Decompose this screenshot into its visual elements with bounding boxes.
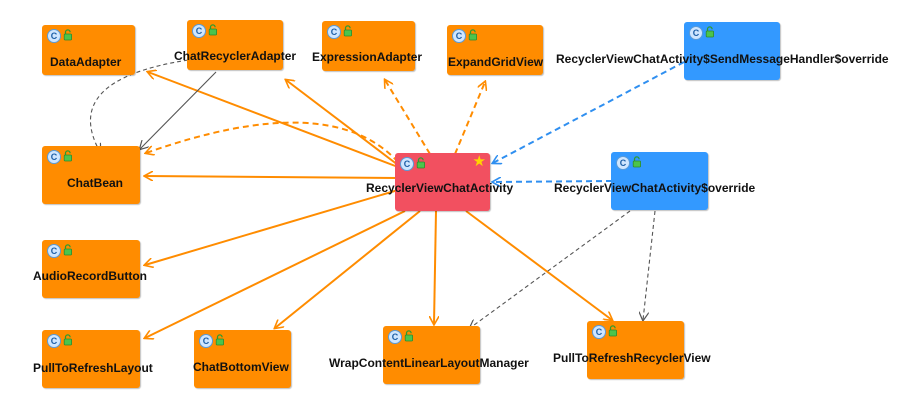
class-node-chatBean[interactable]: C (42, 146, 140, 204)
class-node-expressionAdapter[interactable]: C (322, 21, 415, 71)
unlock-icon (63, 150, 73, 162)
class-label-wrapContentLLM: WrapContentLinearLayoutManager (329, 356, 529, 370)
class-node-wrapContentLLM[interactable]: C (383, 326, 480, 384)
class-badge-icon: C (452, 29, 466, 43)
class-label-audioRecordButton: AudioRecordButton (33, 269, 147, 283)
class-badge-icon: C (47, 244, 61, 258)
class-node-audioRecordButton[interactable]: C (42, 240, 140, 298)
class-label-pullToRefreshRecyclerView: PullToRefreshRecyclerView (553, 351, 711, 365)
edge-recyclerViewChatActivity-to-dataAdapter (148, 72, 399, 168)
unlock-icon (63, 244, 73, 256)
class-badge-icon: C (400, 157, 414, 171)
class-badge-icon: C (47, 29, 61, 43)
unlock-icon (404, 330, 414, 342)
class-badge-icon: C (47, 334, 61, 348)
edge-sendMessageHandler-to-recyclerViewChatActivity (493, 61, 685, 163)
class-label-expandGridView: ExpandGridView (448, 55, 544, 69)
class-node-chatRecyclerAdapter[interactable]: C (187, 20, 283, 70)
unlock-icon (632, 156, 642, 168)
class-label-expressionAdapter: ExpressionAdapter (312, 50, 423, 64)
edge-recyclerViewChatActivity-to-wrapContentLLM (434, 210, 436, 324)
class-node-chatBottomView[interactable]: C (194, 330, 291, 388)
unlock-icon (705, 26, 715, 38)
edge-recyclerViewChatActivity-to-audioRecordButton (145, 189, 399, 265)
edge-recyclerViewChatActivity-to-chatBean (146, 121, 399, 163)
unlock-icon (468, 29, 478, 41)
class-badge-icon: C (192, 24, 206, 38)
class-badge-icon: C (388, 330, 402, 344)
class-node-sendMessageHandler[interactable]: C (684, 22, 780, 80)
edge-recyclerViewChatActivity-to-chatBean (145, 176, 399, 178)
unlock-icon (63, 29, 73, 41)
class-label-chatBean: ChatBean (67, 176, 124, 190)
class-badge-icon: C (616, 156, 630, 170)
class-label-pullToRefreshLayout: PullToRefreshLayout (33, 361, 153, 375)
class-label-recyclerViewChatActivity: RecyclerViewChatActivity (366, 181, 514, 195)
class-label-activityOverride: RecyclerViewChatActivity$override (554, 181, 756, 195)
class-badge-icon: C (689, 26, 703, 40)
edge-recyclerViewChatActivity-to-chatBottomView (275, 210, 421, 328)
edge-recyclerViewChatActivity-to-pullToRefreshRecyclerView (465, 210, 612, 320)
class-node-dataAdapter[interactable]: C (42, 25, 135, 75)
class-badge-icon: C (199, 334, 213, 348)
edge-recyclerViewChatActivity-to-pullToRefreshLayout (145, 210, 406, 338)
class-label-dataAdapter: DataAdapter (50, 55, 122, 69)
class-node-pullToRefreshRecyclerView[interactable]: C (587, 321, 684, 379)
edge-activityOverride-to-pullToRefreshRecyclerView (643, 210, 656, 320)
class-node-activityOverride[interactable]: C (611, 152, 708, 210)
unlock-icon (416, 157, 426, 169)
class-node-pullToRefreshLayout[interactable]: C (42, 330, 140, 388)
edge-activityOverride-to-wrapContentLLM (470, 210, 631, 328)
unlock-icon (208, 24, 218, 36)
edge-chatRecyclerAdapter-to-chatBean (140, 71, 217, 149)
class-node-expandGridView[interactable]: C (447, 25, 543, 75)
unlock-icon (215, 334, 225, 346)
class-label-chatBottomView: ChatBottomView (193, 360, 289, 374)
edge-recyclerViewChatActivity-to-chatRecyclerAdapter (286, 80, 399, 166)
unlock-icon (343, 25, 353, 37)
class-label-sendMessageHandler: RecyclerViewChatActivity$SendMessageHand… (556, 52, 889, 66)
class-badge-icon: C (47, 150, 61, 164)
class-label-chatRecyclerAdapter: ChatRecyclerAdapter (174, 49, 297, 63)
class-node-recyclerViewChatActivity[interactable]: C★ (395, 153, 490, 211)
edge-recyclerViewChatActivity-to-expressionAdapter (385, 80, 431, 155)
unlock-icon (608, 325, 618, 337)
class-badge-icon: C (592, 325, 606, 339)
star-icon: ★ (472, 153, 486, 170)
class-badge-icon: C (327, 25, 341, 39)
edge-recyclerViewChatActivity-to-expandGridView (454, 82, 485, 155)
unlock-icon (63, 334, 73, 346)
